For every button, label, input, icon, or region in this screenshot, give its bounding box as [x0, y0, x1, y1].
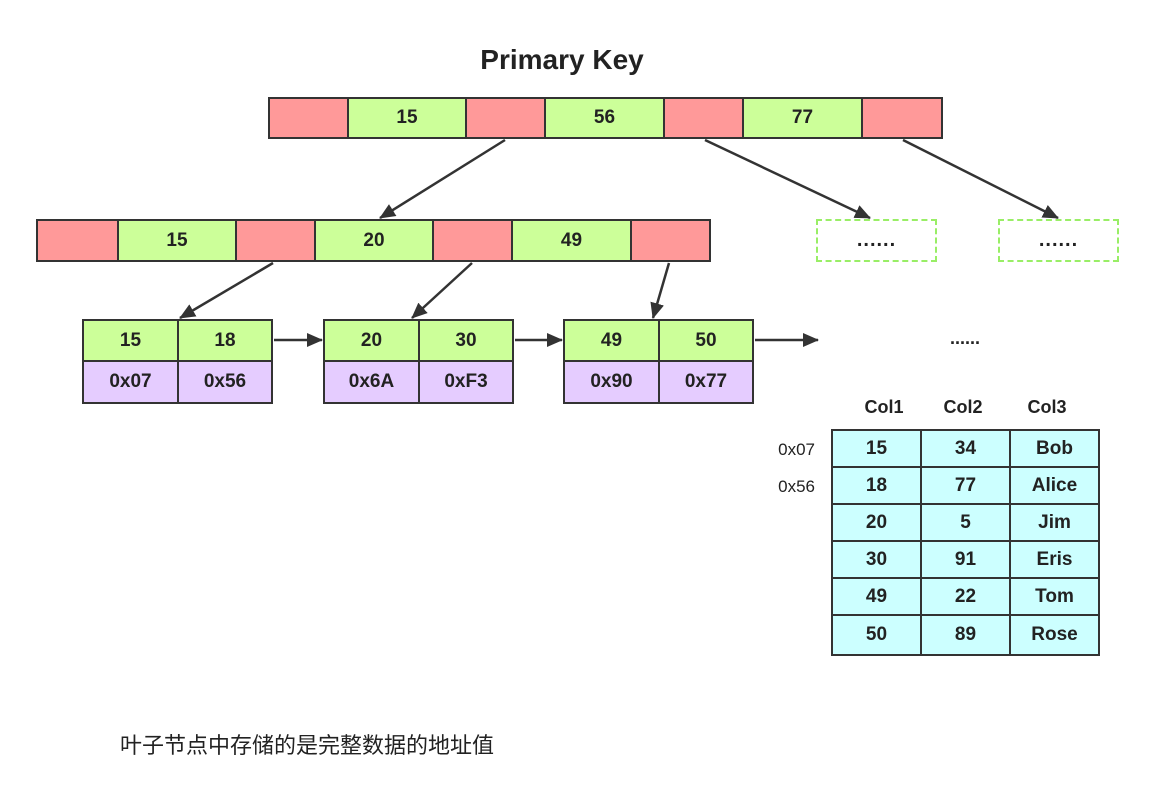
leaf-key-cell: 20 — [323, 319, 420, 362]
leaf-address-cell: 0x77 — [658, 360, 754, 404]
table-header: Col3 — [1027, 397, 1067, 417]
root-key-cell: 77 — [742, 97, 863, 139]
table-cell: 34 — [920, 429, 1011, 468]
table-cell: 15 — [831, 429, 922, 468]
arrow — [379, 138, 506, 220]
root-pointer-cell — [465, 97, 546, 139]
leaf-address-cell: 0x07 — [82, 360, 179, 404]
table-header: Col2 — [943, 397, 983, 417]
leaf-key-cell: 18 — [177, 319, 273, 362]
arrow — [704, 138, 871, 220]
root-key-cell: 56 — [544, 97, 665, 139]
arrow — [650, 262, 671, 319]
row-address-label: 0x56 — [778, 477, 815, 496]
table-cell: Jim — [1009, 503, 1100, 542]
data-table: 15 34 Bob 18 77 Alice 20 5 Jim 30 91 Eri… — [831, 429, 1100, 656]
internal-pointer-cell — [630, 219, 711, 262]
internal-pointer-cell — [36, 219, 119, 262]
table-cell: 50 — [831, 614, 922, 656]
leaf-node: 20 30 0x6A 0xF3 — [323, 319, 514, 404]
leaf-node: 49 50 0x90 0x77 — [563, 319, 754, 404]
table-header: Col1 — [864, 397, 904, 417]
arrow — [179, 261, 274, 320]
table-cell: 20 — [831, 503, 922, 542]
internal-key-cell: 15 — [117, 219, 237, 262]
table-cell: 77 — [920, 466, 1011, 505]
internal-key-cell: 20 — [314, 219, 434, 262]
leaf-ellipsis: ...... — [949, 328, 980, 348]
root-pointer-cell — [861, 97, 943, 139]
leaf-address-cell: 0xF3 — [418, 360, 514, 404]
diagram-title: Primary Key — [480, 44, 644, 75]
root-pointer-cell — [268, 97, 349, 139]
placeholder-node: ...... — [816, 219, 937, 262]
leaf-address-cell: 0x56 — [177, 360, 273, 404]
table-cell: Alice — [1009, 466, 1100, 505]
internal-pointer-cell — [432, 219, 513, 262]
root-key-cell: 15 — [347, 97, 467, 139]
table-cell: 30 — [831, 540, 922, 579]
internal-key-cell: 49 — [511, 219, 632, 262]
table-cell: 49 — [831, 577, 922, 616]
table-cell: 91 — [920, 540, 1011, 579]
internal-node: 15 20 49 — [36, 219, 711, 262]
arrow — [411, 262, 473, 319]
row-address-label: 0x07 — [778, 440, 815, 459]
leaf-address-cell: 0x90 — [563, 360, 660, 404]
placeholder-node: ...... — [998, 219, 1119, 262]
table-cell: Bob — [1009, 429, 1100, 468]
root-node: 15 56 77 — [268, 97, 943, 139]
caption: 叶子节点中存储的是完整数据的地址值 — [120, 733, 495, 758]
table-cell: Eris — [1009, 540, 1100, 579]
table-cell: 22 — [920, 577, 1011, 616]
arrow — [902, 138, 1059, 220]
leaf-node: 15 18 0x07 0x56 — [82, 319, 273, 404]
table-cell: 18 — [831, 466, 922, 505]
table-cell: Rose — [1009, 614, 1100, 656]
root-pointer-cell — [663, 97, 744, 139]
table-cell: 5 — [920, 503, 1011, 542]
table-cell: 89 — [920, 614, 1011, 656]
table-cell: Tom — [1009, 577, 1100, 616]
